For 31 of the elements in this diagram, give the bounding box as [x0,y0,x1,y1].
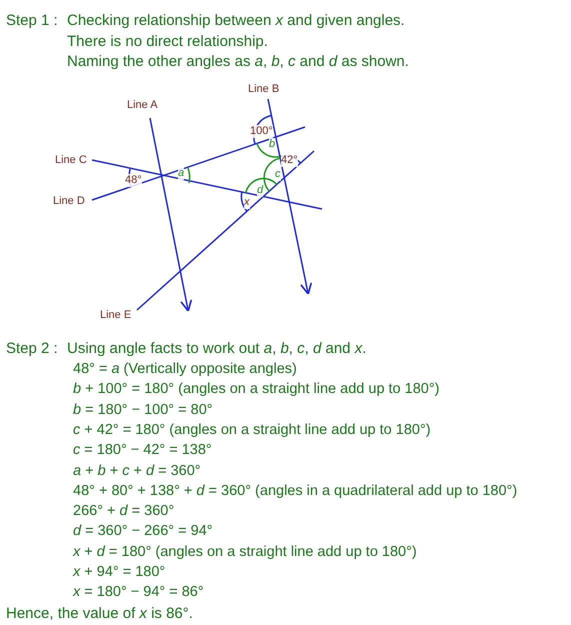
angle-label: 42° [281,154,298,167]
line-name: Line C [55,154,87,167]
step-text: Checking relationship between x and given angles. [67,12,405,30]
equation-line: x + d = 180° (angles on a straight line add up to 180°) [73,542,417,561]
equation-line: 48° = a (Vertically opposite angles) [73,360,297,378]
line-name: Line B [248,83,280,96]
equation-line: b = 180° − 100° = 80° [73,400,213,419]
step-text: There is no direct relationship. [67,33,268,51]
line-name: Line E [100,309,132,322]
angle-label: c [275,168,280,181]
conclusion-text: Hence, the value of x is 86°. [6,605,193,623]
equation-line: x = 180° − 94° = 86° [73,583,204,602]
equation-line: 266° + d = 360° [73,502,174,520]
line-name: Line A [127,99,158,112]
step-heading: Step 2 : [6,340,58,358]
angle-label: d [257,184,264,197]
equation-line: x + 94° = 180° [73,563,166,581]
equation-line: 48° + 80° + 138° + d = 360° (angles in a quadrilateral add up to 180°) [73,482,518,500]
line-name: Line D [53,195,85,208]
equation-line: d = 360° − 266° = 94° [73,522,213,540]
equation-line: c + 42° = 180° (angles on a straight line add up to 180°) [73,420,431,439]
equation-line: c = 180° − 42° = 138° [73,441,212,460]
equation-line: a + b + c + d = 360° [73,462,201,480]
step-text: Using angle facts to work out a, b, c, d and x. [67,340,366,358]
angle-label: 48° [125,174,142,187]
angle-label: 100° [250,125,273,138]
angle-label: x [244,196,250,209]
step-heading: Step 1 : [6,12,58,30]
angle-label: a [178,167,184,180]
equation-line: b + 100° = 180° (angles on a straight line add up to 180°) [73,380,440,398]
step-text: Naming the other angles as a, b, c and d as shown. [67,53,409,71]
